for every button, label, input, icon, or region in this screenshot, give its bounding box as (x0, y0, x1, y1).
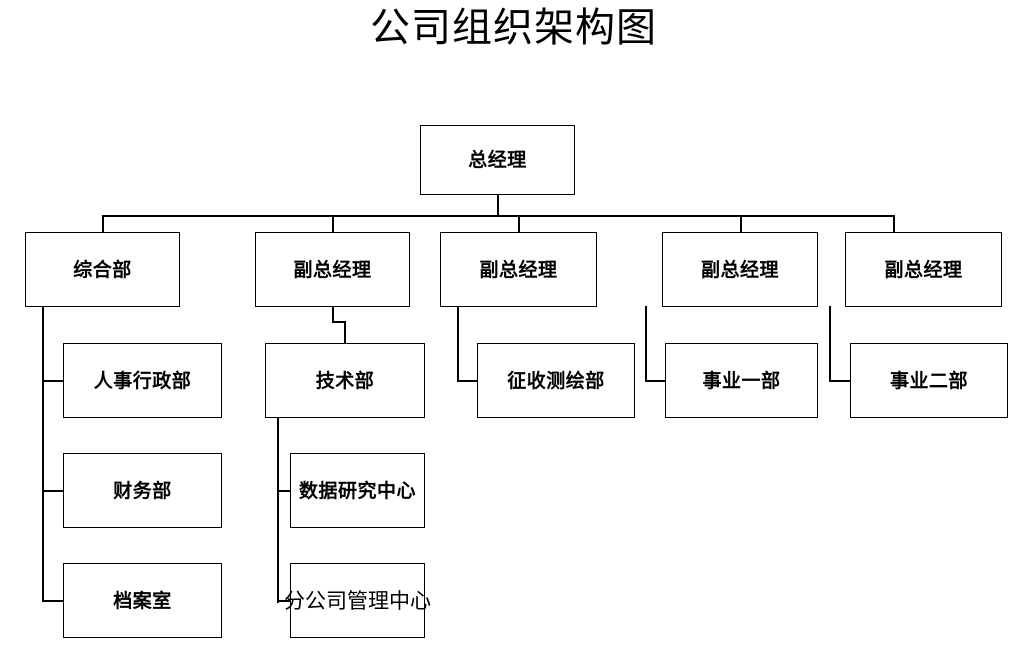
node-label: 分公司管理中心 (284, 588, 431, 613)
node-label: 综合部 (73, 258, 132, 281)
node-vice-general-manager-2[interactable]: 副总经理 (440, 232, 597, 307)
node-label: 技术部 (315, 369, 375, 392)
node-finance-department[interactable]: 财务部 (63, 453, 222, 528)
connector-bus-to-vgm4 (893, 215, 895, 233)
node-label: 人事行政部 (93, 369, 192, 392)
connector-tech-trunk (277, 417, 279, 603)
node-business-division-two[interactable]: 事业二部 (850, 343, 1008, 418)
node-vice-general-manager-1[interactable]: 副总经理 (255, 232, 410, 307)
node-label: 副总经理 (884, 258, 963, 281)
connector-bus-to-zhbu (102, 215, 104, 233)
connector-vgm1-stem (332, 306, 334, 322)
connector-vgm1-to-tech (344, 321, 346, 344)
connector-bus-to-vgm1 (332, 215, 334, 233)
node-label: 档案室 (113, 589, 172, 612)
node-vice-general-manager-3[interactable]: 副总经理 (662, 232, 818, 307)
node-branch-management-center[interactable]: 分公司管理中心 (284, 563, 431, 638)
connector-zhbu-trunk (42, 306, 44, 602)
node-label: 事业一部 (702, 369, 781, 392)
connector-gm-stem (497, 195, 499, 216)
connector-vgm1-jog (332, 321, 346, 323)
node-hr-admin-department[interactable]: 人事行政部 (63, 343, 222, 418)
node-data-research-center[interactable]: 数据研究中心 (290, 453, 425, 528)
connector-bus-to-vgm3 (740, 215, 742, 233)
connector-zhbu-to-archive (42, 600, 65, 602)
connector-vgm3-trunk (645, 306, 647, 381)
node-label: 副总经理 (293, 258, 372, 281)
connector-gm-bus (102, 215, 894, 217)
node-label: 征收测绘部 (507, 369, 605, 392)
node-comprehensive-department[interactable]: 综合部 (25, 232, 180, 307)
node-acquisition-survey-department[interactable]: 征收测绘部 (477, 343, 635, 418)
node-label: 事业二部 (889, 369, 968, 392)
node-label: 数据研究中心 (298, 479, 416, 502)
connector-vgm2-to-survey (457, 380, 478, 382)
node-label: 总经理 (468, 149, 527, 171)
node-label: 副总经理 (479, 258, 558, 281)
connector-bus-to-vgm2 (518, 215, 520, 233)
connector-vgm4-to-biz2 (829, 380, 851, 382)
connector-vgm2-trunk (457, 306, 459, 381)
node-label: 副总经理 (700, 258, 779, 281)
node-archive-room[interactable]: 档案室 (63, 563, 222, 638)
node-vice-general-manager-4[interactable]: 副总经理 (845, 232, 1002, 307)
connector-vgm3-to-biz1 (645, 380, 666, 382)
connector-vgm4-trunk (829, 306, 831, 381)
connector-zhbu-to-finance (42, 490, 65, 492)
node-label: 财务部 (113, 479, 172, 502)
node-technology-department[interactable]: 技术部 (265, 343, 425, 418)
connector-zhbu-to-hr (42, 380, 65, 382)
connector-tech-to-branchmgr (277, 600, 291, 602)
node-business-division-one[interactable]: 事业一部 (665, 343, 818, 418)
connector-tech-to-datacntr (277, 490, 291, 492)
page-title: 公司组织架构图 (370, 5, 657, 51)
node-general-manager[interactable]: 总经理 (420, 125, 575, 195)
